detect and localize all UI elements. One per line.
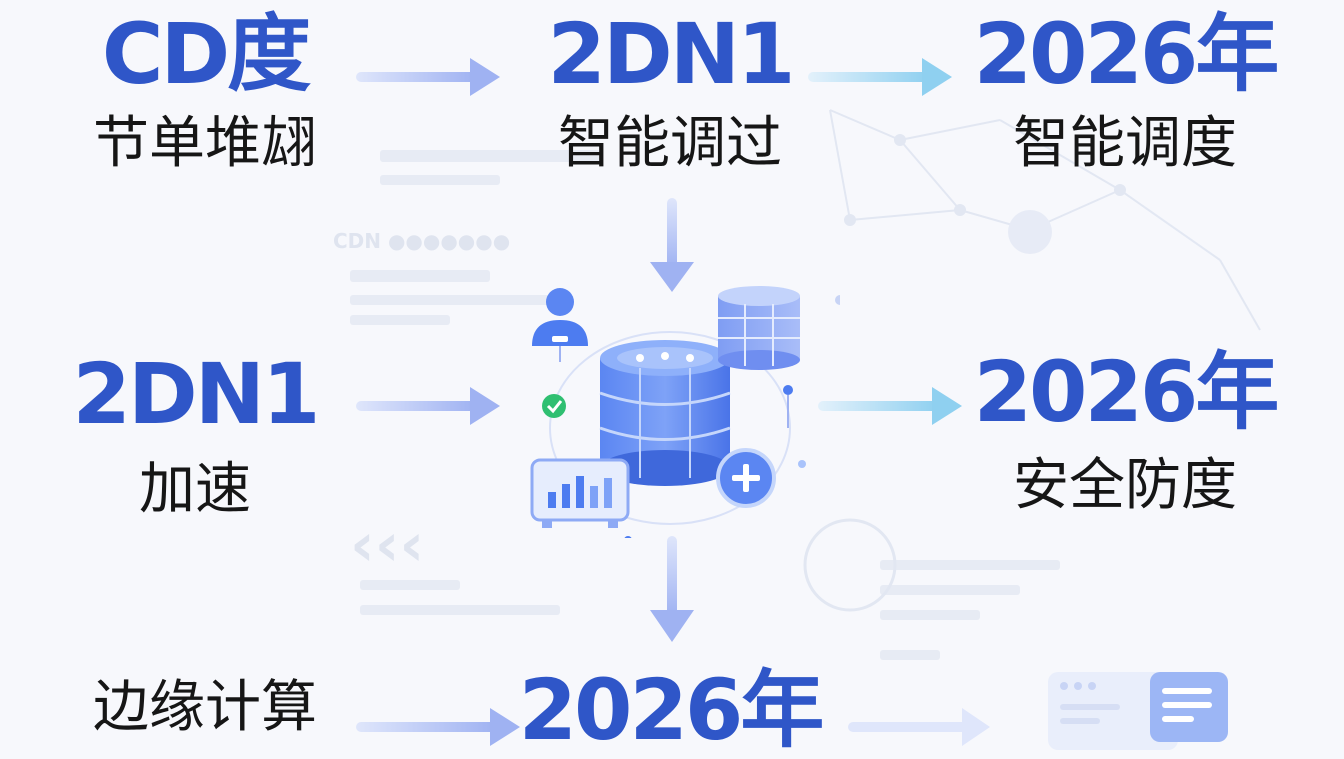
node-label: 边缘计算 bbox=[93, 675, 317, 740]
node-title: 2026年 bbox=[973, 343, 1280, 441]
node-mid-left: 2DN1 加速 bbox=[60, 352, 330, 518]
central-server-illustration bbox=[530, 286, 840, 538]
database-icon bbox=[599, 340, 731, 486]
node-label: 节单堆翃 bbox=[93, 111, 317, 176]
plus-icon bbox=[716, 448, 776, 508]
node-title: 2026年 bbox=[518, 661, 825, 759]
user-icon bbox=[532, 288, 588, 362]
node-title: 2DN1 bbox=[547, 5, 796, 103]
node-label: 智能调度 bbox=[1013, 111, 1237, 176]
node-title: CD度 bbox=[101, 5, 311, 103]
node-top-left: CD度 节单堆翃 bbox=[60, 12, 350, 172]
node-title: 2026年 bbox=[973, 5, 1280, 103]
small-database-icon bbox=[718, 286, 800, 370]
node-label: 安全防度 bbox=[1013, 453, 1237, 518]
svg-text:‹‹‹: ‹‹‹ bbox=[350, 510, 424, 580]
node-title: 2DN1 bbox=[72, 345, 321, 443]
check-icon bbox=[542, 394, 566, 418]
node-top-right: 2026年 智能调度 bbox=[960, 12, 1290, 172]
node-label: 智能调过 bbox=[558, 111, 782, 176]
faint-caption: CDN ●●●●●●● bbox=[333, 229, 510, 253]
node-bottom-left: 边缘计算 bbox=[60, 680, 350, 736]
node-label: 加速 bbox=[139, 457, 251, 522]
node-mid-right: 2026年 安全防度 bbox=[960, 350, 1290, 514]
node-top-mid: 2DN1 智能调过 bbox=[520, 12, 820, 172]
node-bottom-mid: 2026年 bbox=[500, 668, 840, 752]
bar-chart-panel-icon bbox=[530, 458, 630, 528]
